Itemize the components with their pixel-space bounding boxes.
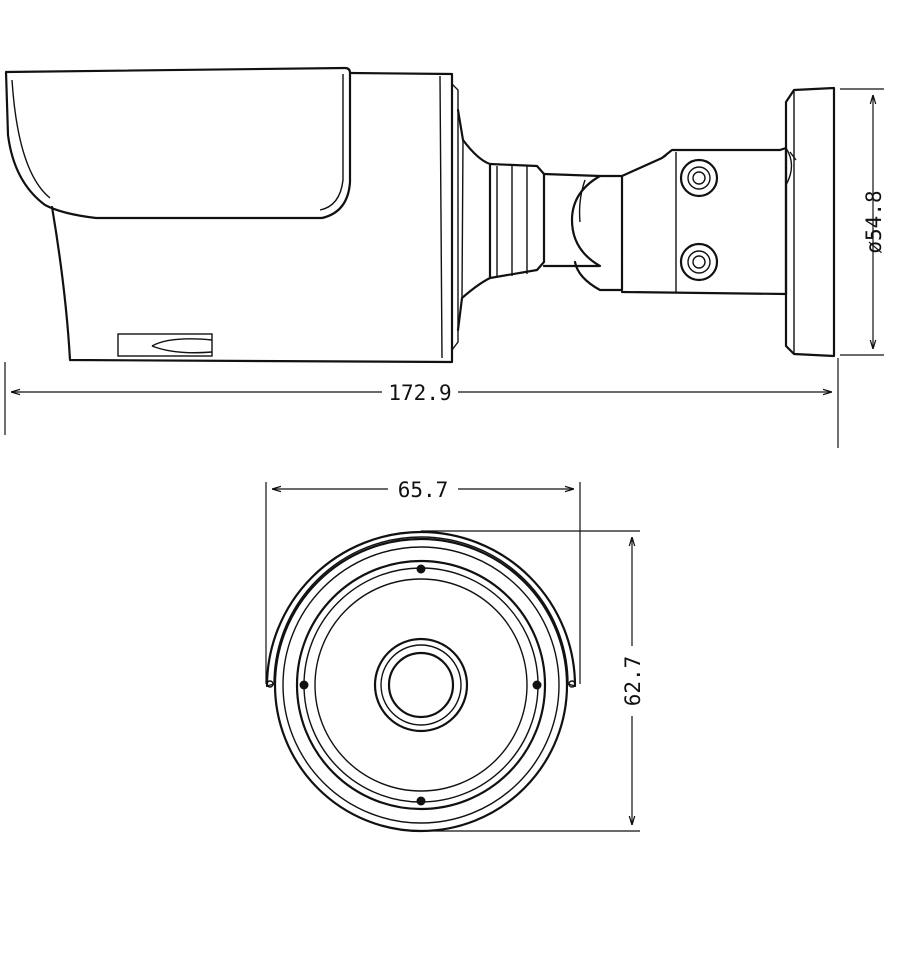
dimension-label-length: 172.9 — [388, 381, 451, 405]
dimension-length: 172.9 — [4, 358, 839, 448]
label-plate — [117, 333, 213, 357]
front-view: 65.7 62.7 — [265, 475, 646, 833]
front-glass — [314, 578, 528, 792]
wall-plate — [784, 86, 836, 358]
dimension-label-height: 62.7 — [621, 656, 645, 707]
dimension-width: 65.7 — [265, 475, 581, 684]
side-view: ø54.8 172.9 — [4, 66, 886, 448]
front-bezel-ring — [295, 559, 547, 811]
dimension-height: 62.7 — [421, 530, 646, 832]
mount-neck — [456, 108, 624, 332]
front-outer-ring — [273, 537, 569, 833]
front-lens — [373, 637, 469, 733]
bracket-arm — [620, 146, 788, 296]
sun-shield — [4, 66, 352, 220]
camera-body — [50, 71, 459, 364]
front-sun-shield — [265, 530, 577, 688]
dimension-label-diameter: ø54.8 — [862, 190, 886, 253]
dimension-label-width: 65.7 — [398, 478, 449, 502]
dimension-diameter: ø54.8 — [840, 88, 886, 356]
front-screws — [299, 564, 542, 806]
